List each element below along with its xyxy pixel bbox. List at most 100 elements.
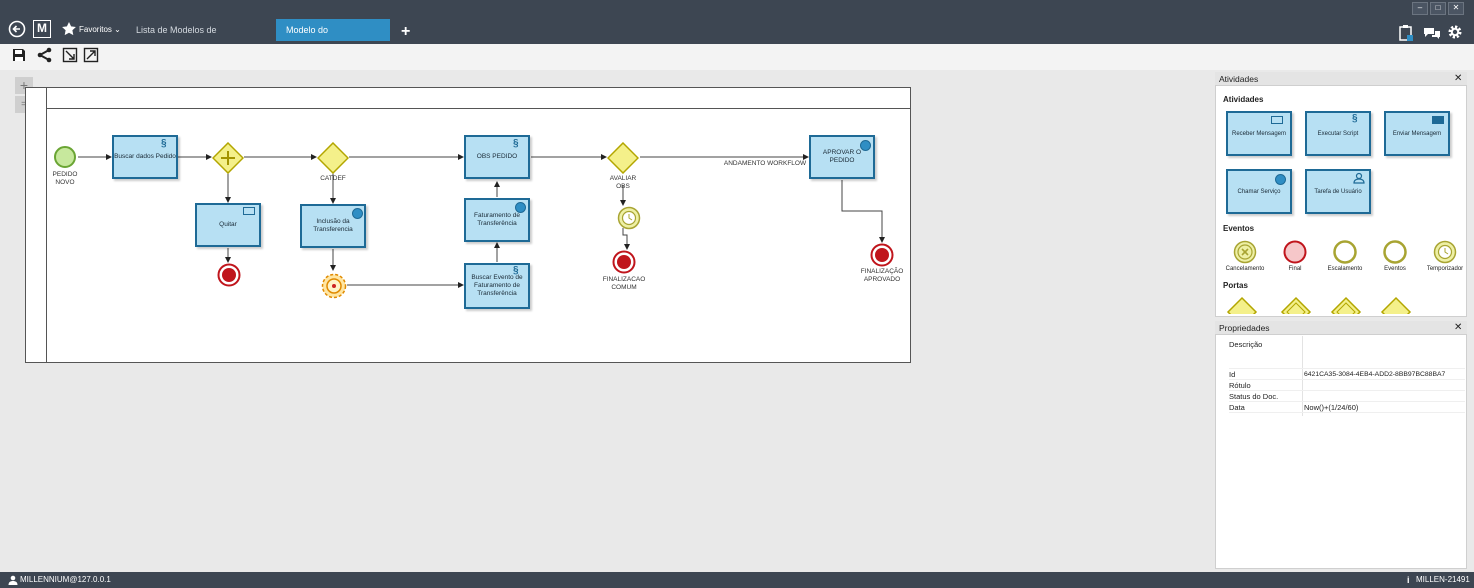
end-event-finalizacao-comum[interactable] <box>612 250 636 276</box>
message-filled-icon <box>1432 116 1444 124</box>
user-icon <box>8 575 18 587</box>
activities-panel-header: Atividades <box>1215 72 1467 86</box>
event-label: Eventos <box>1384 266 1406 272</box>
gateway-label: AVALIAR OBS <box>609 175 637 190</box>
status-version: MILLEN-21491 <box>1416 575 1470 584</box>
section-activities: Atividades <box>1223 95 1264 104</box>
property-value[interactable]: Now()+(1/24/60) <box>1304 403 1359 412</box>
property-row-description[interactable]: Descrição <box>1229 339 1465 369</box>
title-bar <box>0 0 1474 44</box>
task-label: APROVAR O PEDIDO <box>822 149 862 164</box>
timer-intermediate-event[interactable] <box>617 206 641 232</box>
maximize-icon[interactable]: □ <box>1430 2 1446 15</box>
escalation-event-icon[interactable] <box>1333 240 1357 266</box>
panel-title: Atividades <box>1219 74 1259 84</box>
favorites-label: Favoritos <box>79 25 112 34</box>
flow-label: ANDAMENTO WORKFLOW <box>723 160 807 167</box>
flow <box>622 228 630 250</box>
gateway-palette[interactable] <box>1226 296 1466 314</box>
timer-event-icon[interactable] <box>1433 240 1457 266</box>
add-tab-icon[interactable]: + <box>401 23 411 40</box>
task-buscar-evento-faturamento[interactable]: Buscar Evento de Faturamento de Transfer… <box>464 263 530 309</box>
script-icon: § <box>1352 113 1358 124</box>
parallel-gateway[interactable] <box>211 141 245 176</box>
status-user: MILLENNIUM@127.0.0.1 <box>20 575 111 584</box>
share-icon[interactable] <box>36 47 54 65</box>
generic-event-icon[interactable] <box>1383 240 1407 266</box>
service-icon <box>860 140 871 151</box>
lane-header-divider <box>46 108 910 109</box>
task-buscar-dados-pedido[interactable]: Buscar dados Pedido <box>112 135 178 179</box>
task-label: Buscar dados Pedido <box>114 153 176 160</box>
property-key: Rótulo <box>1229 381 1251 390</box>
script-icon: § <box>161 138 167 149</box>
timer-event[interactable] <box>321 273 347 301</box>
end-event-icon[interactable] <box>1283 240 1307 266</box>
service-icon <box>1275 174 1286 185</box>
cancel-event-icon[interactable] <box>1233 240 1257 266</box>
back-icon[interactable] <box>8 20 26 44</box>
user-icon <box>1353 172 1365 186</box>
section-gateways: Portas <box>1223 281 1248 290</box>
end-event-label: FINALIZACAO COMUM <box>602 276 646 291</box>
property-key: Data <box>1229 403 1245 412</box>
start-event[interactable] <box>54 146 76 168</box>
save-icon[interactable] <box>10 47 28 65</box>
info-icon: i <box>1407 575 1410 585</box>
close-icon[interactable]: ✕ <box>1454 73 1463 84</box>
clipboard-icon[interactable] <box>1398 24 1414 44</box>
export-diagram-icon[interactable] <box>82 47 100 65</box>
property-row-id[interactable]: Id 6421CA35-3084-4EB4-ADD2-8BB97BC88BA7 <box>1229 369 1465 380</box>
property-column-divider <box>1302 336 1303 416</box>
end-event-finalizacao-aprovado[interactable] <box>870 243 894 269</box>
palette-receive-message[interactable]: Receber Mensagem <box>1226 111 1292 156</box>
end-event-label: FINALIZAÇÃO APROVADO <box>860 268 904 283</box>
property-row-date[interactable]: Data Now()+(1/24/60) <box>1229 402 1465 413</box>
task-obs-pedido[interactable]: OBS PEDIDO <box>464 135 530 179</box>
gateway-label: CATDEF <box>320 175 346 182</box>
pool-lane-divider <box>46 87 47 363</box>
palette-label: Chamar Serviço <box>1237 188 1281 195</box>
chat-icon[interactable] <box>1423 26 1441 42</box>
palette-execute-script[interactable]: Executar Script <box>1305 111 1371 156</box>
exclusive-gateway-catdef[interactable] <box>316 141 350 176</box>
millennium-logo-icon[interactable]: M <box>33 20 51 38</box>
message-icon <box>243 207 255 215</box>
message-icon <box>1271 116 1283 124</box>
task-quitar[interactable]: Quitar <box>195 203 261 247</box>
property-key: Id <box>1229 370 1236 379</box>
properties-panel-header: Propriedades <box>1215 321 1467 335</box>
property-row-label[interactable]: Rótulo <box>1229 380 1465 391</box>
minimize-icon[interactable]: – <box>1412 2 1428 15</box>
end-event[interactable] <box>217 263 241 289</box>
close-icon[interactable]: ✕ <box>1454 322 1463 333</box>
favorites-menu[interactable]: Favoritos ⌄ <box>79 25 121 34</box>
service-icon <box>352 208 363 219</box>
task-label: Buscar Evento de Faturamento de Transfer… <box>471 274 523 297</box>
event-label: Final <box>1288 266 1302 272</box>
close-window-icon[interactable]: ✕ <box>1448 2 1464 15</box>
exclusive-gateway-avaliar[interactable] <box>606 141 640 176</box>
event-label: Temporizador <box>1426 266 1464 272</box>
palette-label: Receber Mensagem <box>1231 130 1287 137</box>
start-event-label: PEDIDO NOVO <box>52 171 78 186</box>
section-events: Eventos <box>1223 224 1255 233</box>
property-key: Descrição <box>1229 340 1263 349</box>
panel-title: Propriedades <box>1219 323 1270 333</box>
task-label: Faturamento de Transferência <box>474 212 520 227</box>
property-value[interactable]: 6421CA35-3084-4EB4-ADD2-8BB97BC88BA7 <box>1304 371 1446 378</box>
palette-label: Executar Script <box>1317 130 1359 137</box>
task-label: Quitar <box>219 221 237 228</box>
task-label: OBS PEDIDO <box>476 153 518 160</box>
gear-icon[interactable] <box>1447 24 1463 42</box>
palette-label: Tarefa de Usuário <box>1314 188 1362 195</box>
script-icon: § <box>513 138 519 149</box>
property-row-doc-status[interactable]: Status do Doc. <box>1229 391 1465 402</box>
property-key: Status do Doc. <box>1229 392 1279 401</box>
import-diagram-icon[interactable] <box>61 47 79 65</box>
favorites-star-icon[interactable] <box>61 21 77 39</box>
status-bar <box>0 572 1474 588</box>
palette-user-task[interactable]: Tarefa de Usuário <box>1305 169 1371 214</box>
toolbar <box>0 44 1474 70</box>
